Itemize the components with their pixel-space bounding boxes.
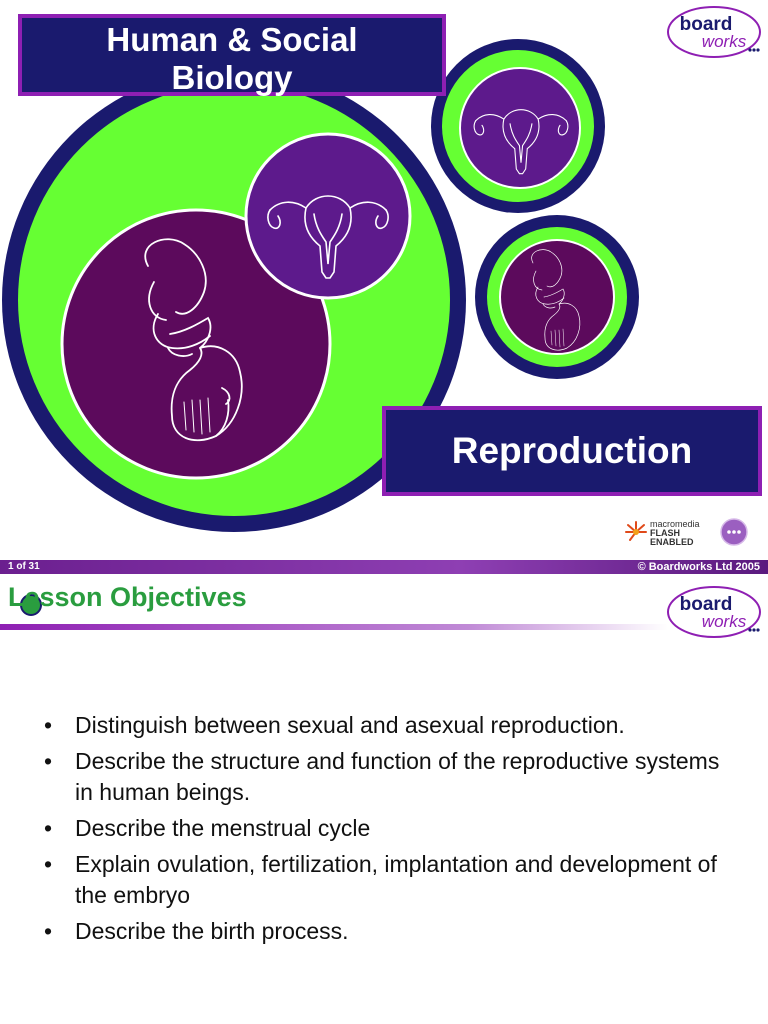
- objectives-title: Lesson Objectives: [8, 582, 247, 612]
- course-title-line1: Human & Social: [106, 21, 358, 58]
- bullet-icon: •: [44, 815, 53, 841]
- bullet-icon: •: [44, 748, 53, 774]
- svg-text:works: works: [702, 612, 747, 631]
- topic-title-box: Reproduction: [382, 406, 762, 496]
- flash-enabled-badge: macromedia FLASH ENABLED: [624, 518, 754, 548]
- copyright-text: © Boardworks Ltd 2005: [637, 561, 760, 573]
- objectives-slide: 1 of 31 © Boardworks Ltd 2005 Lesson Obj…: [0, 560, 768, 1024]
- svg-text:board: board: [680, 14, 733, 35]
- flash-badge-text: macromedia FLASH ENABLED: [650, 519, 700, 547]
- course-title-line2: Biology: [171, 59, 293, 96]
- fetus-illustration-small: [531, 249, 581, 351]
- page-counter: 1 of 31: [8, 561, 40, 572]
- bullet-icon: •: [44, 851, 53, 877]
- objective-item: •Explain ovulation, fertilization, impla…: [44, 851, 717, 908]
- uterus-circle: [244, 132, 412, 300]
- title-bullet-dot-icon: [20, 594, 42, 616]
- navigation-button-icon[interactable]: [720, 518, 748, 546]
- title-underline: [0, 624, 668, 630]
- fetus-illustration: [144, 238, 243, 442]
- svg-text:works: works: [702, 32, 747, 51]
- small-fetus-circle: [499, 239, 615, 355]
- boardworks-logo: board works: [667, 6, 761, 58]
- small-uterus-circle: [459, 67, 581, 189]
- topic-title: Reproduction: [451, 430, 693, 471]
- course-title-box: Human & Social Biology: [18, 14, 446, 96]
- flash-starburst-icon: [625, 521, 647, 541]
- objective-item: •Describe the menstrual cycle: [44, 813, 734, 844]
- objective-item: •Distinguish between sexual and asexual …: [44, 710, 734, 741]
- svg-text:board: board: [680, 594, 733, 615]
- objective-item: •Describe the birth process.: [44, 916, 734, 947]
- uterus-illustration-small: [473, 109, 569, 175]
- objectives-list: •Distinguish between sexual and asexual …: [44, 710, 734, 952]
- boardworks-logo-2: board works: [667, 586, 761, 638]
- footer-bar: 1 of 31 © Boardworks Ltd 2005: [0, 560, 768, 574]
- circle-artwork: [2, 39, 639, 532]
- bullet-icon: •: [44, 918, 53, 944]
- bullet-icon: •: [44, 712, 53, 738]
- uterus-illustration: [267, 195, 389, 279]
- objective-item: •Describe the structure and function of …: [44, 748, 720, 805]
- title-slide: Human & Social Biology Reproduction boar…: [2, 6, 762, 548]
